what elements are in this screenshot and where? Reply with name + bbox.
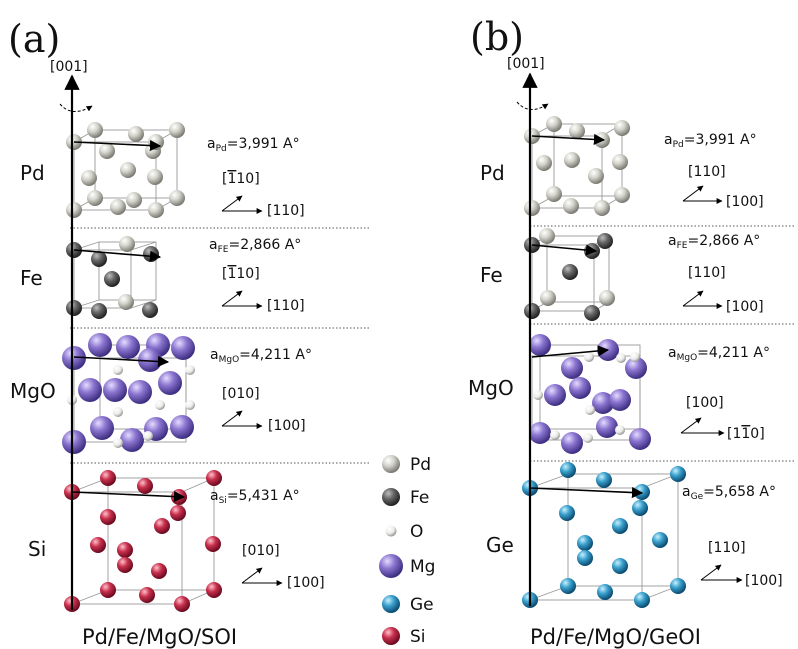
svg-text:[100]: [100] <box>726 194 764 210</box>
fe-unit-cell <box>524 228 615 321</box>
panel-b-axis-label: [001] <box>507 56 545 72</box>
svg-text:[100]: [100] <box>726 299 764 315</box>
pd-lattice-arrow <box>531 133 606 146</box>
lattice-constant-fe: aFE=2,866 A° <box>209 237 301 255</box>
direction-indicator-si: [010] [100] <box>241 543 325 591</box>
ge-unit-cell <box>522 462 686 608</box>
svg-text:[110]: [110] <box>688 164 726 180</box>
panel-a-axis-label: [001] <box>50 59 88 75</box>
rotation-arrow <box>516 101 549 110</box>
mgo-lattice-arrow <box>73 355 170 368</box>
direction-indicator-mgo: [100] [110] <box>680 395 765 442</box>
legend-item-pd: Pd <box>382 455 431 475</box>
layer-label-ge: Ge <box>486 533 514 557</box>
legend-item-mg: Mg <box>379 554 435 578</box>
layer-label-fe: Fe <box>480 263 503 287</box>
fe-atoms <box>524 228 615 321</box>
pd-atoms <box>524 116 630 216</box>
lattice-constant-ge: aGe=5,658 A° <box>682 484 776 502</box>
svg-text:[110]: [110] <box>727 426 765 442</box>
pd-unit-cell <box>524 116 630 216</box>
panel-b-caption: Pd/Fe/MgO/GeOI <box>530 625 701 649</box>
svg-text:Fe: Fe <box>410 488 429 508</box>
legend-item-ge: Ge <box>382 595 434 615</box>
fe-lattice-arrow <box>531 244 598 256</box>
pd-atoms <box>66 122 185 218</box>
fe-lattice-arrow <box>73 249 162 262</box>
fe-atoms <box>66 236 159 319</box>
direction-indicator-mgo: [010] [100] <box>221 386 306 434</box>
mgo-unit-cell <box>62 333 195 454</box>
si-unit-cell <box>64 470 222 612</box>
svg-text:[100]: [100] <box>745 573 783 589</box>
layer-label-pd: Pd <box>20 161 45 185</box>
svg-text:[100]: [100] <box>686 395 724 411</box>
svg-text:Si: Si <box>410 627 426 647</box>
pd-unit-cell <box>66 122 185 218</box>
lattice-constant-fe: aFE=2,866 A° <box>668 233 760 251</box>
svg-text:[110]: [110] <box>222 266 260 282</box>
svg-text:Ge: Ge <box>410 595 434 615</box>
svg-text:[110]: [110] <box>688 265 726 281</box>
direction-indicator-fe: [110] [100] <box>682 265 764 315</box>
lattice-constant-pd: aPd=3,991 A° <box>664 132 757 150</box>
panel-a: (a) [001] <box>8 17 370 649</box>
svg-text:[100]: [100] <box>268 418 306 434</box>
layer-label-mgo: MgO <box>10 379 56 403</box>
lattice-constant-pd: aPd=3,991 A° <box>207 136 300 154</box>
svg-text:[100]: [100] <box>287 575 325 591</box>
mgo-lattice-arrow <box>531 345 610 358</box>
lattice-constant-si: aSi=5,431 A° <box>210 488 300 506</box>
panel-a-tag: (a) <box>8 17 60 61</box>
svg-text:[110]: [110] <box>222 171 260 187</box>
rotation-arrow <box>59 103 93 112</box>
direction-indicator-pd: [110] [100] <box>682 164 764 210</box>
panel-a-caption: Pd/Fe/MgO/SOI <box>82 625 237 649</box>
panel-b: (b) [001] <box>468 15 796 649</box>
direction-indicator-pd: [110] [110] <box>221 171 305 219</box>
panel-b-tag: (b) <box>470 15 524 59</box>
mgo-atoms <box>62 333 195 454</box>
pd-lattice-arrow <box>73 139 162 152</box>
svg-text:Mg: Mg <box>410 557 435 577</box>
direction-indicator-fe: [110] [110] <box>221 266 305 314</box>
legend-item-fe: Fe <box>382 488 429 508</box>
svg-text:[110]: [110] <box>708 540 746 556</box>
svg-text:[110]: [110] <box>267 203 305 219</box>
fe-unit-cell <box>66 236 159 319</box>
layer-label-pd: Pd <box>480 161 505 185</box>
lattice-constant-mgo: aMgO=4,211 A° <box>668 345 770 363</box>
svg-text:[010]: [010] <box>242 543 280 559</box>
svg-text:O: O <box>410 522 423 542</box>
svg-text:[110]: [110] <box>267 298 305 314</box>
layer-label-mgo: MgO <box>468 376 514 400</box>
svg-text:[010]: [010] <box>222 386 260 402</box>
legend: Pd Fe O Mg Ge Si <box>379 455 435 647</box>
si-atoms <box>64 470 222 612</box>
legend-item-o: O <box>385 522 423 542</box>
legend-item-si: Si <box>382 627 426 647</box>
layer-label-fe: Fe <box>20 266 43 290</box>
direction-indicator-ge: [110] [100] <box>700 540 783 589</box>
lattice-constant-mgo: aMgO=4,211 A° <box>210 347 312 365</box>
si-lattice-arrow <box>71 490 186 503</box>
ge-lattice-arrow <box>529 486 644 499</box>
svg-text:Pd: Pd <box>410 455 431 475</box>
layer-label-si: Si <box>28 537 46 561</box>
